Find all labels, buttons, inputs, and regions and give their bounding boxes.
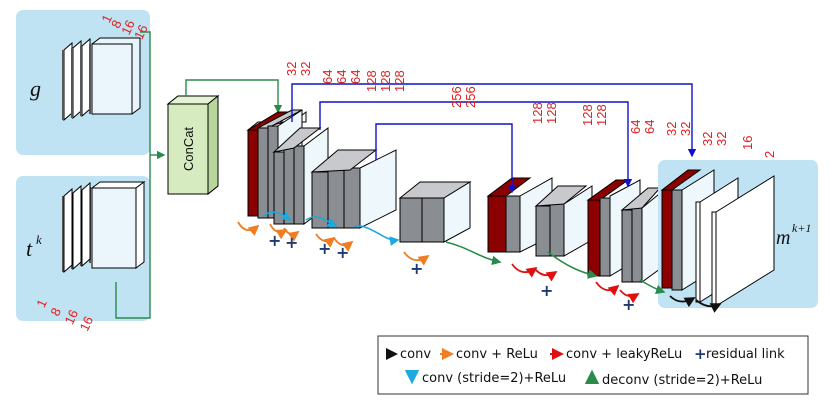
input-g-label: g — [30, 76, 41, 101]
concat-label: ConCat — [181, 127, 196, 171]
output-label: m — [776, 227, 790, 249]
legend-deconv-stride-label: deconv (stride=2)+ReLu — [602, 373, 762, 388]
legend-conv-stride-label: conv (stride=2)+ReLu — [422, 371, 566, 386]
legend-residual-label: residual link — [706, 347, 785, 362]
legend-conv-leaky: conv + leakyReLu — [550, 347, 682, 362]
legend-residual: + residual link — [694, 345, 785, 363]
channel-label-5a: 128 — [530, 102, 545, 124]
channel-label-6a: 128 — [580, 104, 595, 126]
channel-label-9a: 32 — [700, 132, 715, 146]
encoder-block-3 — [310, 149, 397, 229]
bottom-flow-lines — [263, 211, 666, 295]
input-t-stack — [62, 181, 146, 274]
plus-sign: + — [318, 239, 331, 258]
plus-sign: + — [540, 281, 553, 300]
channel-label-8a: 32 — [664, 122, 679, 136]
legend-deconv-stride: deconv (stride=2)+ReLu — [584, 369, 762, 388]
skip-connections — [291, 83, 697, 194]
channel-label-2c: 64 — [348, 70, 363, 84]
channel-label-2a: 64 — [320, 70, 335, 84]
input-t-superscript: k — [36, 232, 42, 247]
input-t-label: t — [26, 236, 33, 261]
plus-sign: + — [336, 243, 349, 262]
channel-label-5b: 128 — [544, 102, 559, 124]
input-g-stack — [62, 37, 141, 122]
plus-sign: + — [268, 231, 281, 250]
channel-label-7b: 64 — [642, 120, 657, 134]
channel-label-7a: 64 — [628, 120, 643, 134]
input-g-panel: g 1 8 16 16 — [16, 10, 151, 155]
channel-labels: 32 32 64 64 64 128 128 128 256 256 128 1… — [284, 62, 777, 158]
residual-plus-signs: + + + + + + + — [268, 231, 635, 314]
input-t-channel-4: 16 — [76, 314, 96, 333]
plus-sign: + — [622, 295, 635, 314]
channel-label-3c: 128 — [392, 70, 407, 92]
legend-conv-stride: conv (stride=2)+ReLu — [404, 370, 566, 386]
legend-conv-label: conv — [400, 347, 431, 362]
channel-label-8b: 32 — [678, 122, 693, 136]
legend-plus-icon: + — [694, 345, 707, 363]
input-t-channel-3: 16 — [61, 307, 81, 326]
channel-label-1b: 32 — [298, 62, 313, 76]
operation-arrows — [237, 221, 722, 313]
decoder-block-2 — [534, 185, 593, 257]
output-panel: m k+1 — [658, 160, 818, 308]
legend-conv-relu: conv + ReLu — [440, 347, 538, 362]
input-g-channel-3: 16 — [118, 18, 138, 37]
channel-label-4a: 256 — [449, 86, 464, 108]
legend-conv-relu-label: conv + ReLu — [456, 347, 538, 362]
channel-label-6b: 128 — [594, 104, 609, 126]
legend-conv-leaky-label: conv + leakyReLu — [566, 347, 682, 362]
output-superscript: k+1 — [792, 221, 811, 235]
legend-box — [377, 335, 809, 395]
channel-label-11: 2 — [762, 151, 777, 158]
channel-label-9b: 32 — [714, 132, 729, 146]
input-t-panel: t k 1 8 16 16 — [16, 176, 150, 333]
skip-connection-2 — [319, 101, 633, 188]
legend: conv conv + ReLu conv + leakyReLu + resi… — [377, 335, 809, 395]
input-connectors — [115, 31, 166, 319]
plus-sign: + — [410, 259, 423, 278]
channel-label-2b: 64 — [334, 70, 349, 84]
channel-label-1a: 32 — [284, 62, 299, 76]
bottleneck-block — [398, 181, 472, 243]
channel-label-3b: 128 — [378, 70, 393, 92]
legend-conv: conv — [386, 347, 431, 362]
skip-connection-3 — [375, 123, 517, 194]
plus-sign: + — [285, 233, 298, 252]
channel-label-3a: 128 — [364, 70, 379, 92]
concat-to-encoder-arrow — [185, 79, 283, 114]
concat-block: ConCat — [166, 94, 220, 196]
channel-label-10: 16 — [740, 136, 755, 150]
skip-connection-1 — [291, 83, 697, 158]
channel-label-4b: 256 — [463, 86, 478, 108]
